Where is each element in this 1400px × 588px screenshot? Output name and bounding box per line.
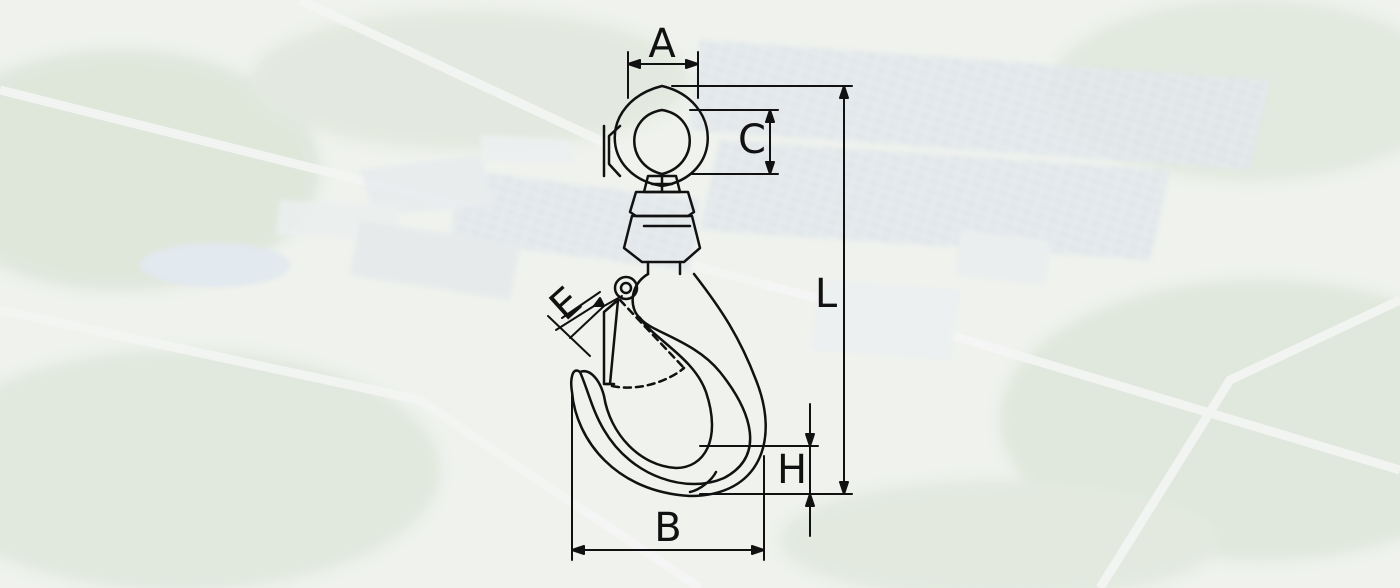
hook-eye [602,84,709,188]
hook-nut [628,174,696,218]
latch-open-arc [610,366,686,389]
hook-shank [646,260,682,276]
hook-collar [622,214,702,264]
dimension-c [689,109,779,175]
label-h: H [777,447,807,493]
dimension-a [627,51,699,99]
label-b: B [654,505,681,551]
dimension-h [699,403,819,537]
label-l: L [815,271,838,317]
label-a: A [648,21,676,67]
dimension-l [671,85,853,495]
hook-latch [602,275,639,386]
hook-body [570,272,767,498]
dimension-e [547,291,623,357]
label-c: C [738,117,766,163]
dimension-b [571,391,765,561]
latch-swing-line [618,298,686,370]
